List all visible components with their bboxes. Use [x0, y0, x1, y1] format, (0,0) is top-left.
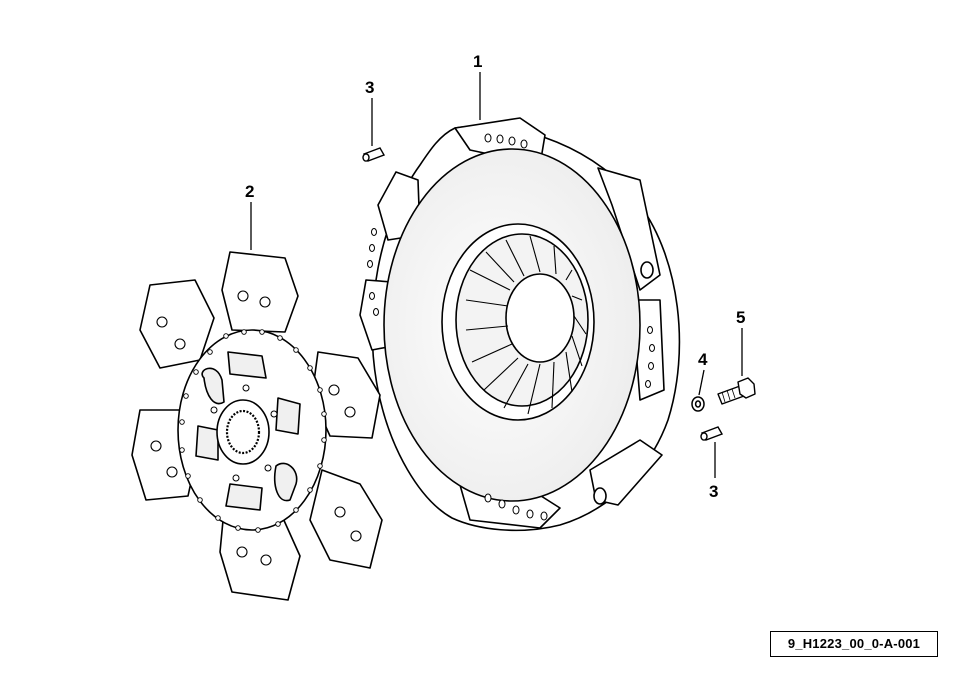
damper-window — [275, 397, 301, 435]
leader-line-4 — [698, 369, 705, 396]
pad-rivets — [150, 290, 362, 566]
callout-5: 5 — [736, 308, 745, 327]
cover-rim-holes — [367, 133, 655, 521]
pivot-pin — [593, 487, 607, 505]
splined-hub-bore — [225, 409, 261, 455]
carrier-rim-holes — [179, 329, 327, 533]
damper-window — [225, 483, 263, 511]
callout-3-lower: 3 — [709, 482, 718, 501]
damper-spring — [201, 367, 225, 405]
callout-3-upper: 3 — [365, 78, 374, 97]
friction-pad — [221, 251, 299, 333]
damper-spring — [274, 462, 298, 502]
dowel-pin-upper — [362, 147, 386, 162]
bolt — [717, 377, 756, 405]
center-bore — [505, 273, 575, 363]
friction-pad — [309, 469, 383, 569]
pivot-pin — [640, 261, 654, 279]
leader-lines — [250, 72, 743, 478]
pressure-plate-assembly — [359, 117, 681, 532]
cover-lug-right-top — [597, 167, 661, 291]
hub-bolt-holes — [210, 384, 278, 482]
callout-4: 4 — [698, 350, 708, 369]
callout-2: 2 — [245, 182, 254, 201]
damper-window — [195, 425, 219, 461]
callout-1: 1 — [473, 52, 482, 71]
diaphragm-fingers — [465, 235, 587, 415]
drawing-reference-label: 9_H1223_00_0-A-001 — [770, 631, 938, 657]
clutch-disc — [131, 251, 383, 601]
dowel-pin-lower — [700, 426, 724, 441]
washer — [691, 396, 705, 412]
damper-window — [227, 351, 267, 379]
